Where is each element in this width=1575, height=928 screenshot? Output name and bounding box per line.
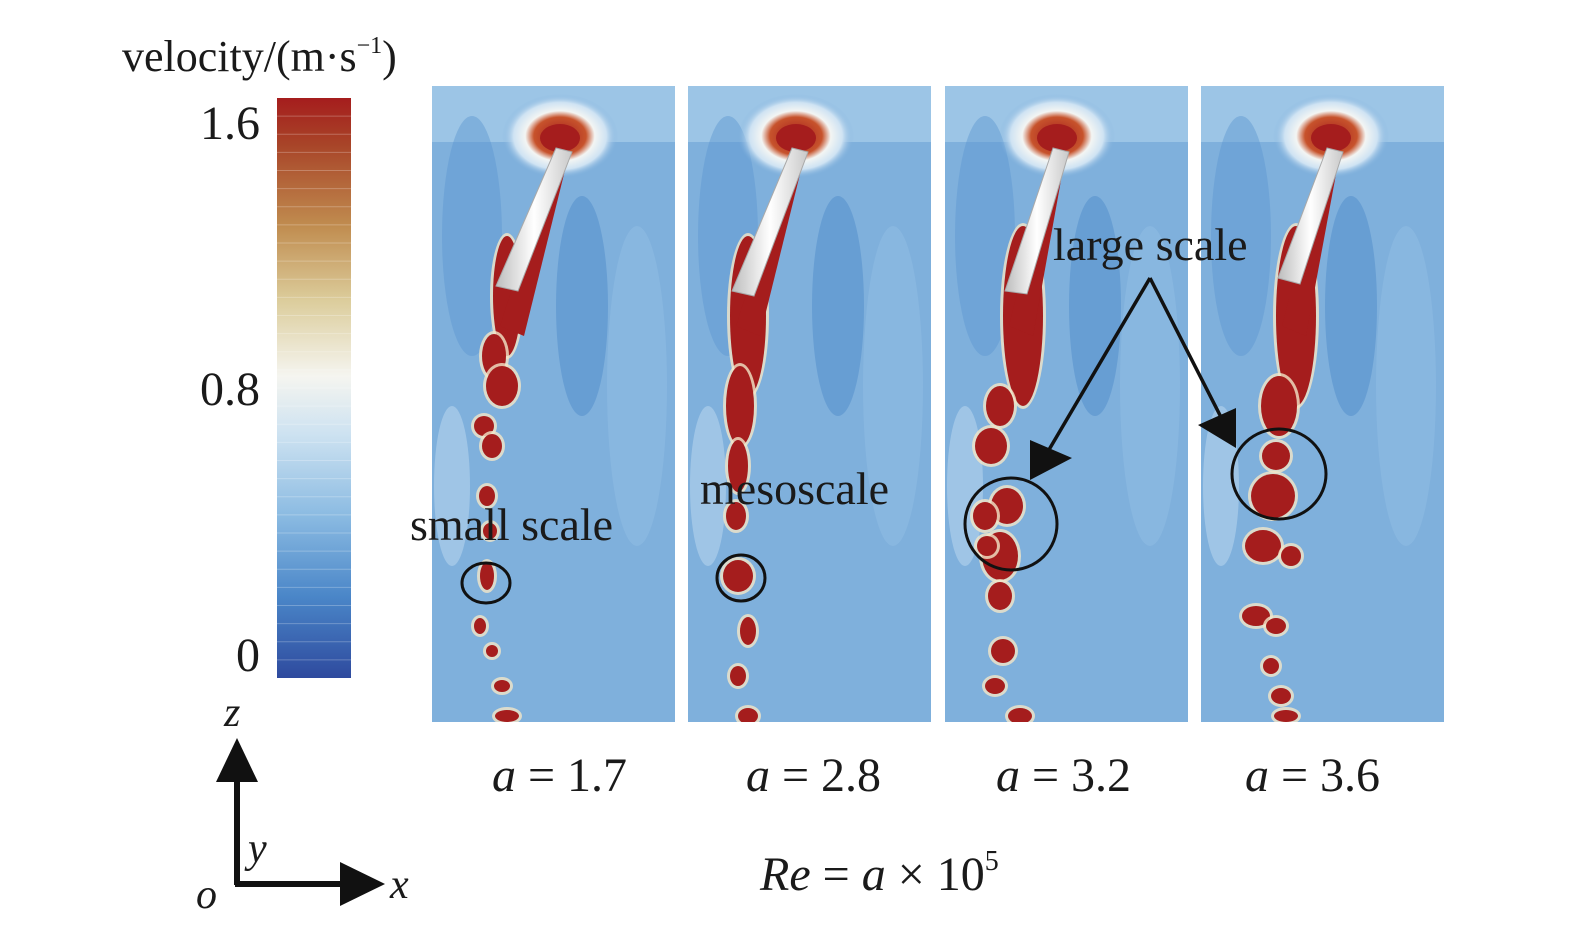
mesoscale-label: mesoscale [700, 463, 890, 514]
y-axis-label: y [248, 826, 267, 872]
velocity-field-2 [688, 86, 931, 722]
panel-label-4: a = 3.6 [1244, 749, 1381, 802]
small-scale-label: small scale [410, 499, 614, 550]
z-axis-arrowhead [216, 738, 258, 782]
z-axis-label: z [224, 690, 241, 736]
flow-panel-4 [1201, 86, 1444, 722]
velocity-field-3 [945, 86, 1188, 722]
origin-label: o [196, 872, 217, 918]
colorbar-title: velocity/(m·s−1) [122, 32, 397, 81]
colorbar [277, 98, 351, 678]
colorbar-tick-max: 1.6 [200, 97, 260, 150]
x-axis-arrowhead [340, 862, 385, 906]
reynolds-label: Re = a × 105 [760, 846, 999, 901]
flow-panel-1 [432, 86, 675, 722]
x-axis-label: x [390, 862, 409, 908]
flow-panel-3 [945, 86, 1188, 722]
colorbar-tick-min: 0 [236, 629, 260, 682]
colorbar-tick-mid: 0.8 [200, 363, 260, 416]
velocity-field-4 [1201, 86, 1444, 722]
velocity-field-1 [432, 86, 675, 722]
flow-panel-2 [688, 86, 931, 722]
panel-label-2: a = 2.8 [745, 749, 882, 802]
panel-label-1: a = 1.7 [491, 749, 628, 802]
panel-label-3: a = 3.2 [995, 749, 1132, 802]
large-scale-label: large scale [1053, 219, 1248, 270]
